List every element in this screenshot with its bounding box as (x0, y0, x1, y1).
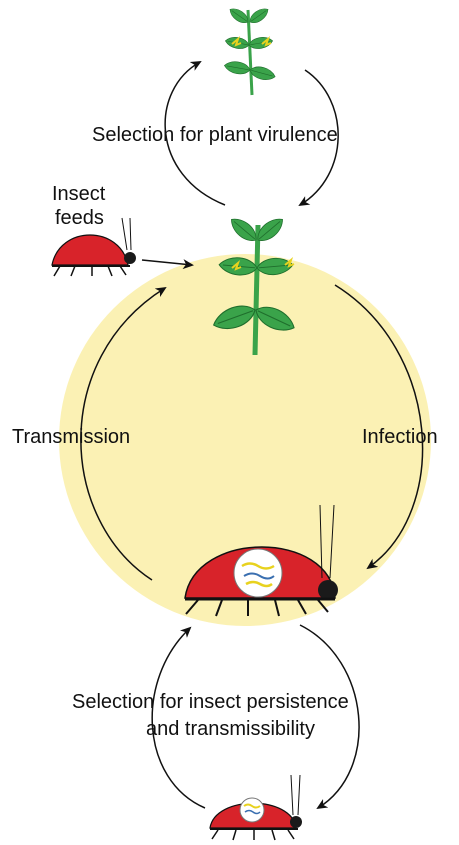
small-beetle-icon (210, 775, 302, 840)
insect-feeds-label-line2: feeds (55, 206, 104, 230)
insect-feeds-arrow (142, 260, 192, 265)
virus-particles-icon (234, 549, 282, 597)
transmission-label: Transmission (12, 425, 130, 449)
bottom-cycle-label-line2: and transmissibility (146, 717, 315, 741)
top-cycle-label: Selection for plant virulence (92, 123, 338, 147)
bottom-cycle-label-line1: Selection for insect persistence (72, 690, 349, 714)
insect-feeds-label-line1: Insect (52, 182, 105, 206)
small-plant-icon (223, 5, 276, 95)
infection-label: Infection (362, 425, 438, 449)
